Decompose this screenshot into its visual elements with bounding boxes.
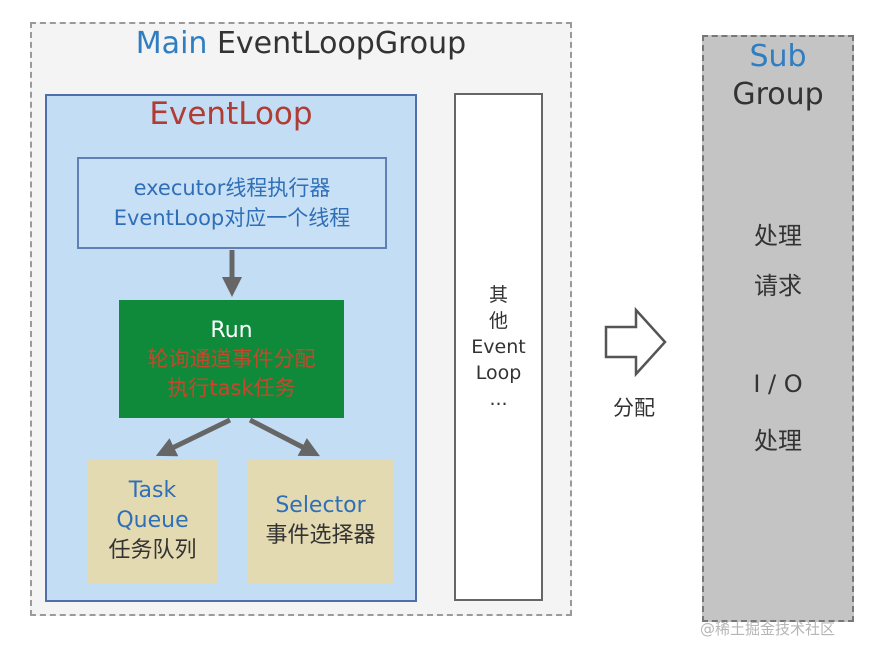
executor-box: executor线程执行器 EventLoop对应一个线程 (77, 157, 387, 249)
task-queue-line-1: Task (128, 478, 177, 503)
sub-text-handle-2: 处理 (754, 427, 802, 455)
distribute-arrow-icon (604, 307, 667, 377)
eventloop-title: EventLoop (149, 96, 313, 132)
other-eventloop-box: 其 他 Event Loop ... (454, 93, 543, 601)
main-group-title: Main EventLoopGroup (30, 26, 572, 61)
run-line-1: 轮询通道事件分配 (147, 346, 316, 371)
main-title-rest: EventLoopGroup (216, 26, 467, 61)
run-line-2: 执行task任务 (167, 375, 296, 400)
selector-box: Selector 事件选择器 (247, 459, 394, 583)
run-box: Run 轮询通道事件分配 执行task任务 (119, 300, 344, 418)
task-queue-box: Task Queue 任务队列 (88, 459, 217, 583)
sub-title-accent: Sub (749, 39, 807, 74)
sub-text-handle: 处理 (754, 222, 802, 250)
sub-group-panel (702, 35, 854, 622)
run-label: Run (210, 317, 253, 343)
selector-line-1: Selector (275, 493, 366, 518)
selector-line-2: 事件选择器 (265, 523, 376, 548)
run-to-selector-arrow (248, 417, 320, 457)
run-to-task-queue-arrow (155, 417, 232, 457)
watermark: @稀土掘金技术社区 (700, 620, 836, 638)
sub-text-io: I / O (753, 370, 803, 398)
sub-group-title: Sub Group (702, 38, 854, 114)
executor-line-2: EventLoop对应一个线程 (113, 206, 351, 230)
other-loop-line-3: Event (471, 336, 526, 358)
distribute-label: 分配 (613, 396, 655, 420)
main-title-accent: Main (135, 26, 208, 61)
task-queue-line-2: Queue (116, 508, 189, 533)
other-loop-line-4: Loop (475, 362, 522, 384)
other-loop-line-2: 他 (488, 310, 508, 332)
task-queue-line-3: 任务队列 (108, 538, 197, 563)
other-loop-line-1: 其 (488, 284, 508, 306)
sub-text-request: 请求 (754, 272, 802, 300)
executor-line-1: executor线程执行器 (133, 176, 331, 200)
other-loop-line-5: ... (489, 388, 508, 410)
sub-title-rest: Group (732, 77, 824, 112)
